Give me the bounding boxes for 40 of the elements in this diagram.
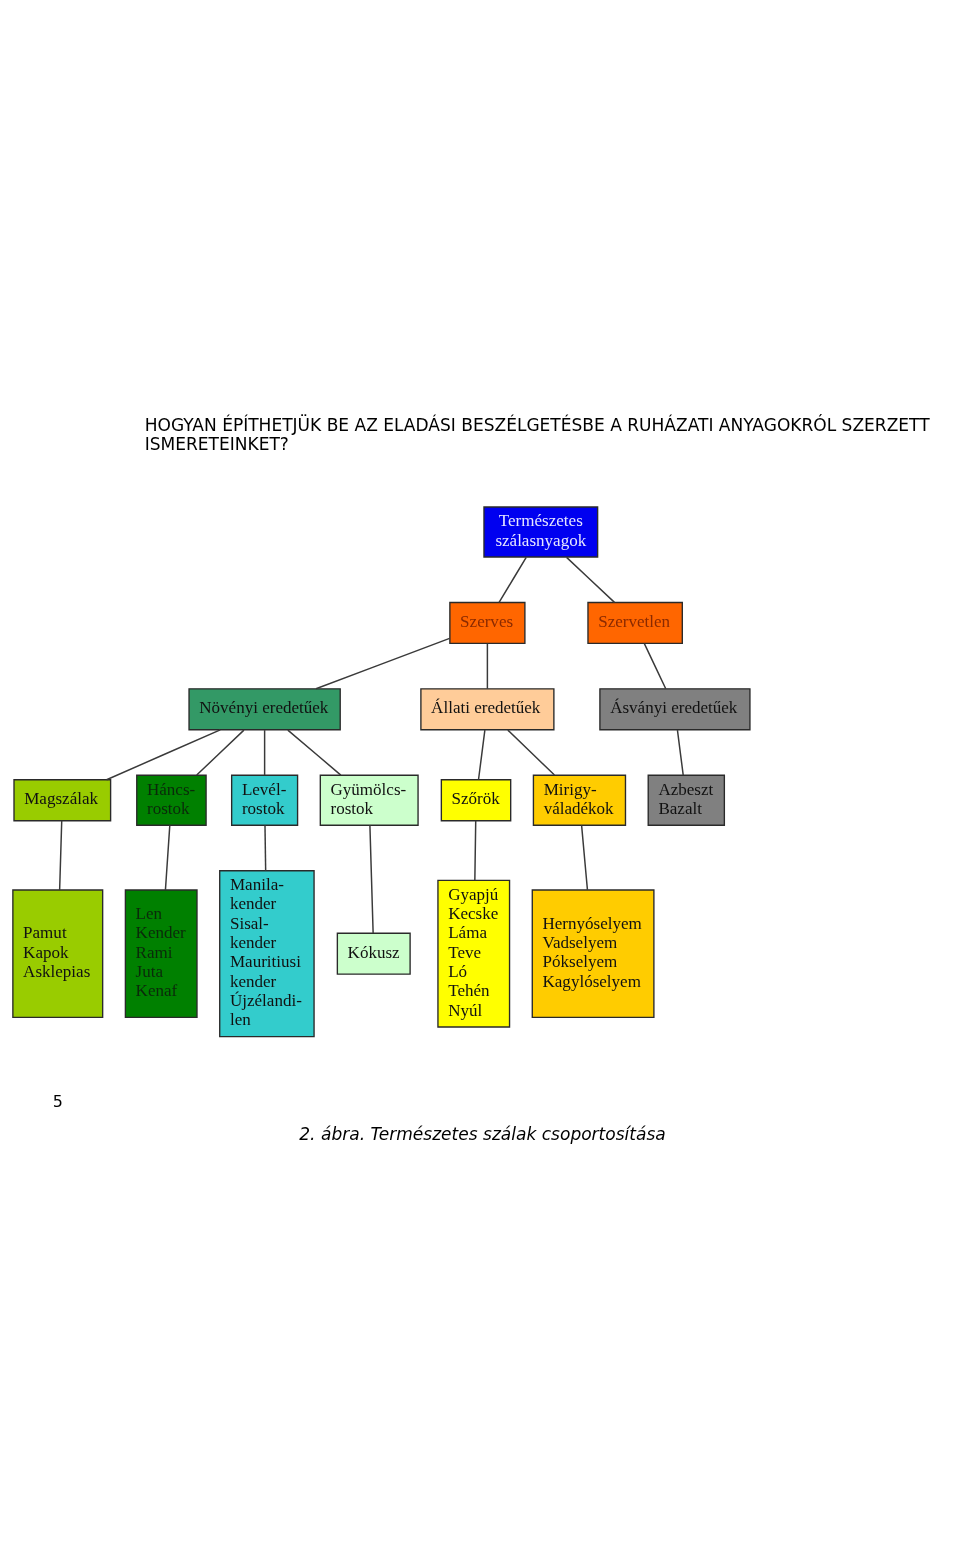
caption: 2. ábra. Természetes szálak csoportosítása [299,1123,666,1144]
connector [477,728,486,780]
connector [676,728,684,776]
node-box: Pamut Kapok Asklepias [12,888,104,1018]
label: HOGYAN ÉPÍTHETJÜK BE AZ ELADÁSI BESZÉLGETÉSBE A RUHÁZATI ANYAGOKRÓL SZERZETT ISMERETEINKET? [144,414,930,454]
node-box: Kókusz [336,932,411,975]
label: 5 [52,1091,63,1111]
connector [287,728,342,776]
connector [58,819,63,891]
connector [486,642,489,690]
connector [498,556,527,603]
node-box: Háncs- rostok [136,774,207,826]
node-box: Len Kender Rami Juta Kenaf [124,888,198,1018]
node-box: Manila- kender Sisal- kender Mauritiusi kender Újzélandi- len [219,869,315,1037]
connector [643,642,667,690]
connector [263,728,266,776]
node-box: Növényi eredetűek [188,687,341,730]
connector [369,824,374,934]
connector [105,728,221,780]
node-box: Gyapjú Kecske Láma Teve Ló Tehén Nyúl [437,879,511,1028]
connector [580,824,589,891]
node-box: Hernyóselyem Vadselyem Pókselyem Kagylóselyem [531,888,655,1018]
node-box: Gyümölcs- rostok [319,774,419,826]
node-box: Szerves [449,601,526,644]
connector [164,824,171,891]
node-box: Levél- rostok [231,774,299,826]
node-box: Mirigy- váladékok [532,774,627,826]
connector [315,637,451,690]
node-box: Állati eredetűek [420,687,555,730]
node-box: Azbeszt Bazalt [647,774,726,826]
connector [474,819,477,881]
node-box: Szőrök [440,778,512,821]
connector [195,728,245,776]
node-box: Szervetlen [587,601,683,644]
node-box: Ásványi eredetűek [599,687,751,730]
connector [507,728,556,776]
node-box: Magszálak [13,778,112,821]
node-box: Természetes szálasnyagok [483,505,599,558]
connector [565,556,616,603]
connector [264,824,267,871]
